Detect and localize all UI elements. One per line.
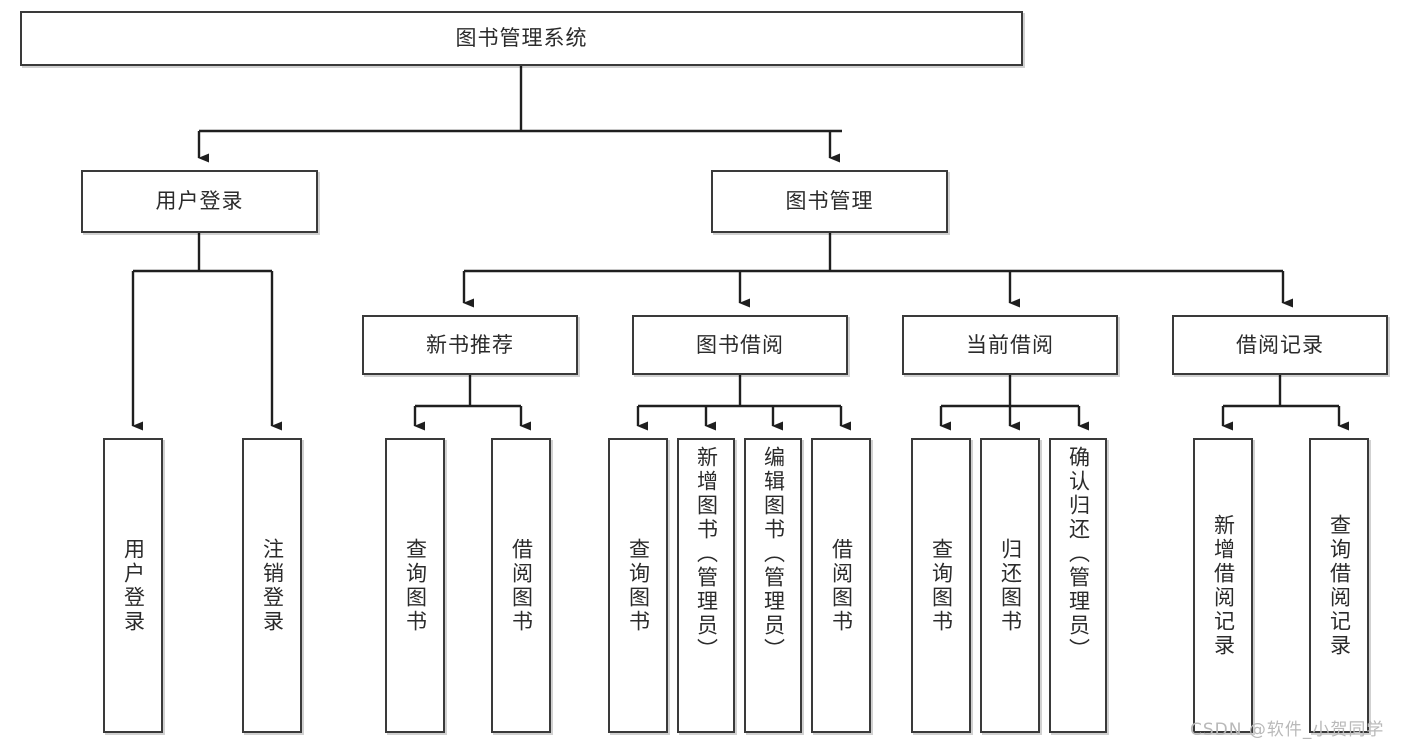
leaf-borrow-book-2[interactable]: 借阅图书 xyxy=(811,438,871,733)
leaf-confirm-return-label: 确认归还（管理员） xyxy=(1066,446,1091,662)
leaf-query-book-2-label: 查询图书 xyxy=(626,537,651,634)
node-current-borrow-label: 当前借阅 xyxy=(966,332,1054,357)
leaf-query-book-3[interactable]: 查询图书 xyxy=(911,438,971,733)
csdn-watermark: CSDN @软件_小贺同学 xyxy=(1190,720,1385,740)
leaf-user-logout-label: 注销登录 xyxy=(260,537,285,634)
node-new-book-recommend[interactable]: 新书推荐 xyxy=(362,315,578,375)
leaf-query-record-label: 查询借阅记录 xyxy=(1327,513,1352,658)
leaf-query-book-3-label: 查询图书 xyxy=(929,537,954,634)
node-borrow-record-label: 借阅记录 xyxy=(1236,332,1324,357)
node-user-login[interactable]: 用户登录 xyxy=(81,170,318,233)
node-book-manage[interactable]: 图书管理 xyxy=(711,170,948,233)
leaf-borrow-book-1-label: 借阅图书 xyxy=(509,537,534,634)
node-root-label: 图书管理系统 xyxy=(455,26,588,51)
leaf-edit-book[interactable]: 编辑图书（管理员） xyxy=(744,438,802,733)
leaf-add-book-label: 新增图书（管理员） xyxy=(694,446,719,662)
node-book-borrow[interactable]: 图书借阅 xyxy=(632,315,848,375)
node-root[interactable]: 图书管理系统 xyxy=(20,11,1023,66)
leaf-query-book-2[interactable]: 查询图书 xyxy=(608,438,668,733)
leaf-user-login[interactable]: 用户登录 xyxy=(103,438,163,733)
leaf-add-book[interactable]: 新增图书（管理员） xyxy=(677,438,735,733)
leaf-confirm-return[interactable]: 确认归还（管理员） xyxy=(1049,438,1107,733)
node-book-manage-label: 图书管理 xyxy=(785,189,874,214)
leaf-borrow-book-2-label: 借阅图书 xyxy=(829,537,854,634)
leaf-add-record-label: 新增借阅记录 xyxy=(1211,513,1236,658)
node-current-borrow[interactable]: 当前借阅 xyxy=(902,315,1118,375)
leaf-user-login-label: 用户登录 xyxy=(121,537,146,634)
leaf-borrow-book-1[interactable]: 借阅图书 xyxy=(491,438,551,733)
leaf-add-record[interactable]: 新增借阅记录 xyxy=(1193,438,1253,733)
node-borrow-record[interactable]: 借阅记录 xyxy=(1172,315,1388,375)
leaf-query-book-1[interactable]: 查询图书 xyxy=(385,438,445,733)
node-book-borrow-label: 图书借阅 xyxy=(696,332,784,357)
node-user-login-label: 用户登录 xyxy=(155,189,244,214)
node-new-book-recommend-label: 新书推荐 xyxy=(426,332,514,357)
leaf-query-record[interactable]: 查询借阅记录 xyxy=(1309,438,1369,733)
leaf-edit-book-label: 编辑图书（管理员） xyxy=(761,446,786,662)
leaf-query-book-1-label: 查询图书 xyxy=(403,537,428,634)
leaf-return-book-label: 归还图书 xyxy=(998,537,1023,634)
leaf-return-book[interactable]: 归还图书 xyxy=(980,438,1040,733)
leaf-user-logout[interactable]: 注销登录 xyxy=(242,438,302,733)
